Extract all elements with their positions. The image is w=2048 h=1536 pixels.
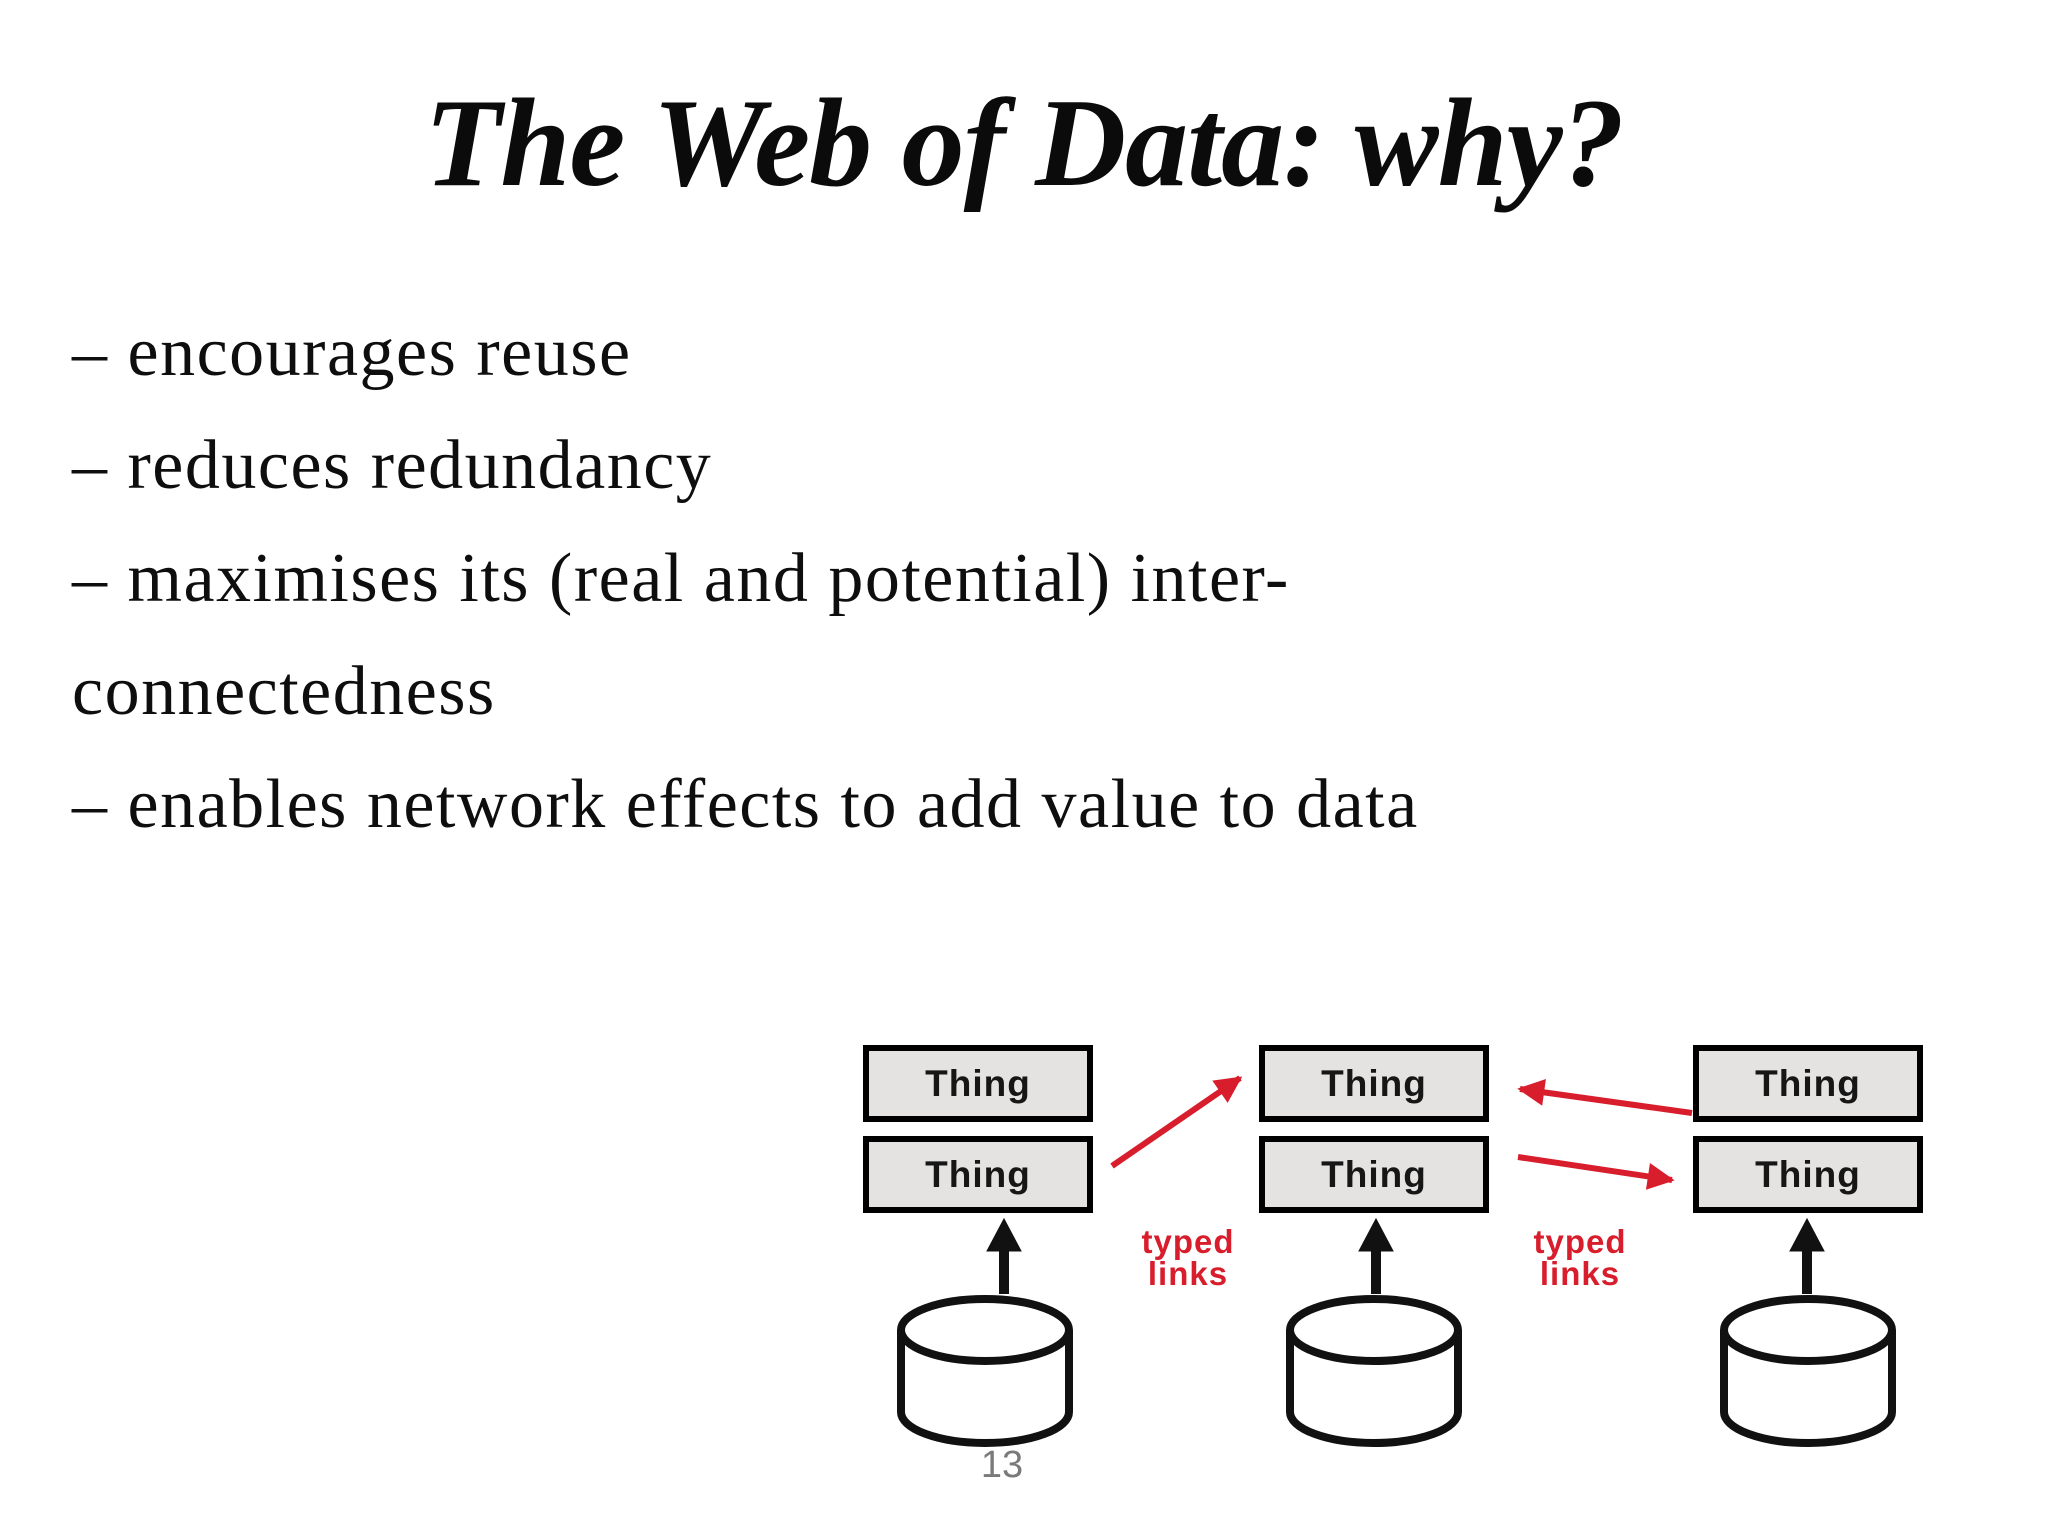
thing-box-label: Thing bbox=[1321, 1153, 1427, 1195]
bullet-line-encourages-reuse: – encourages reuse bbox=[72, 314, 632, 391]
database-cylinder-top-3 bbox=[1720, 1295, 1896, 1365]
typed-links-label-right: typed links bbox=[1533, 1223, 1627, 1292]
thing-box-col3-top: Thing bbox=[1693, 1045, 1923, 1122]
bullet-list: – encourages reuse – reduces redundancy … bbox=[72, 296, 1972, 861]
typed-link-arrow-col3-to-col2 bbox=[1517, 1078, 1693, 1116]
thing-box-col3-bottom: Thing bbox=[1693, 1136, 1923, 1213]
database-cylinder-top-2 bbox=[1286, 1295, 1462, 1365]
page-number: 13 bbox=[980, 1444, 1024, 1486]
bullet-line-network-effects: – enables network effects to add value t… bbox=[72, 766, 1419, 843]
thing-box-label: Thing bbox=[1755, 1062, 1861, 1104]
typed-links-label-left: typed links bbox=[1141, 1223, 1235, 1292]
thing-box-label: Thing bbox=[925, 1062, 1031, 1104]
typed-link-arrow-col2-to-col3 bbox=[1517, 1154, 1675, 1190]
thing-box-label: Thing bbox=[1321, 1062, 1427, 1104]
thing-box-col1-bottom: Thing bbox=[863, 1136, 1093, 1213]
thing-box-label: Thing bbox=[925, 1153, 1031, 1195]
thing-box-col2-top: Thing bbox=[1259, 1045, 1489, 1122]
bullet-line-reduces-redundancy: – reduces redundancy bbox=[72, 427, 713, 504]
thing-box-col2-bottom: Thing bbox=[1259, 1136, 1489, 1213]
database-cylinder-top-1 bbox=[897, 1295, 1073, 1365]
thing-box-col1-top: Thing bbox=[863, 1045, 1093, 1122]
bullet-line-connectedness-continuation: connectedness bbox=[72, 653, 496, 730]
thing-box-label: Thing bbox=[1755, 1153, 1861, 1195]
bullet-line-maximises-interconnectedness: – maximises its (real and potential) int… bbox=[72, 540, 1290, 617]
db-to-thing-arrow-head-2 bbox=[1358, 1217, 1394, 1252]
typed-link-arrow-col1-to-col2 bbox=[1110, 1075, 1243, 1169]
slide-title: The Web of Data: why? bbox=[424, 74, 1624, 213]
db-to-thing-arrow-head-3 bbox=[1789, 1217, 1825, 1252]
db-to-thing-arrow-head-1 bbox=[986, 1217, 1022, 1252]
